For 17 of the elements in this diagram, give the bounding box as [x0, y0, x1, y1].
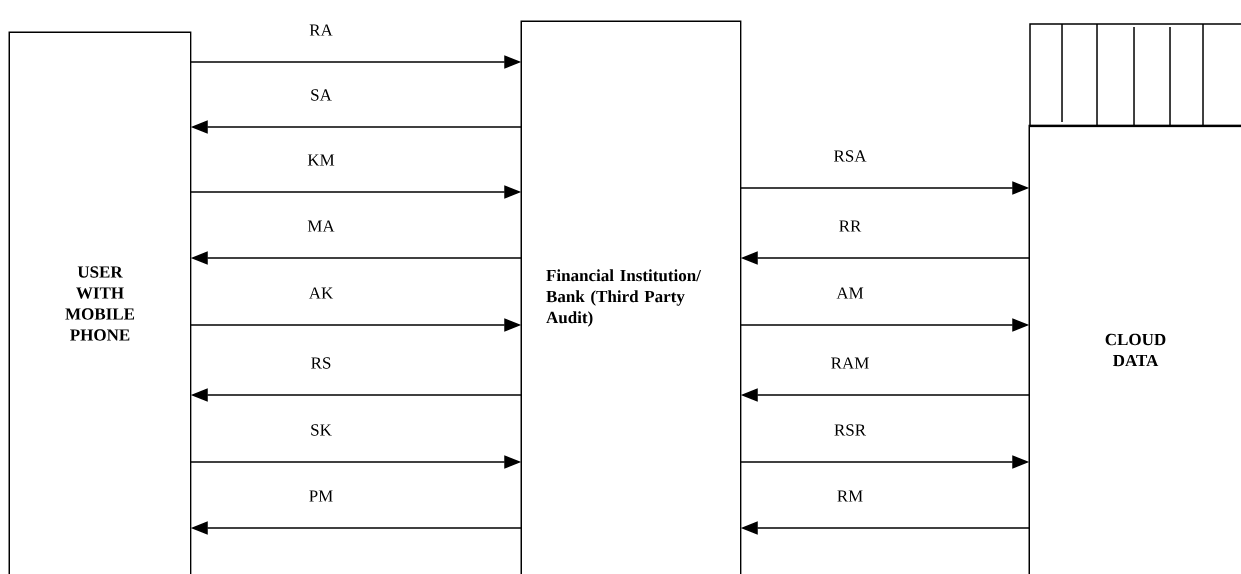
- edge-label: SK: [309, 423, 333, 437]
- edge-label: RA: [308, 23, 334, 37]
- edge-label: RAM: [829, 356, 871, 370]
- edge-label: RSA: [832, 149, 868, 163]
- bank-box: Financial Institution/ Bank (Third Party Audit): [520, 20, 742, 574]
- edge-label: MA: [306, 219, 336, 233]
- edge-label: SA: [309, 88, 333, 102]
- edge-label: RSR: [832, 423, 868, 437]
- edge-label: AM: [835, 286, 865, 300]
- user-box: USER WITH MOBILE PHONE: [8, 31, 192, 574]
- edge-label: AK: [307, 286, 335, 300]
- edge-label: KM: [306, 153, 336, 167]
- edge-label: RR: [837, 219, 863, 233]
- edge-label: RS: [309, 356, 333, 370]
- edge-label: PM: [307, 489, 335, 503]
- edge-label: RM: [835, 489, 865, 503]
- cloud-box: CLOUD DATA: [1028, 124, 1241, 574]
